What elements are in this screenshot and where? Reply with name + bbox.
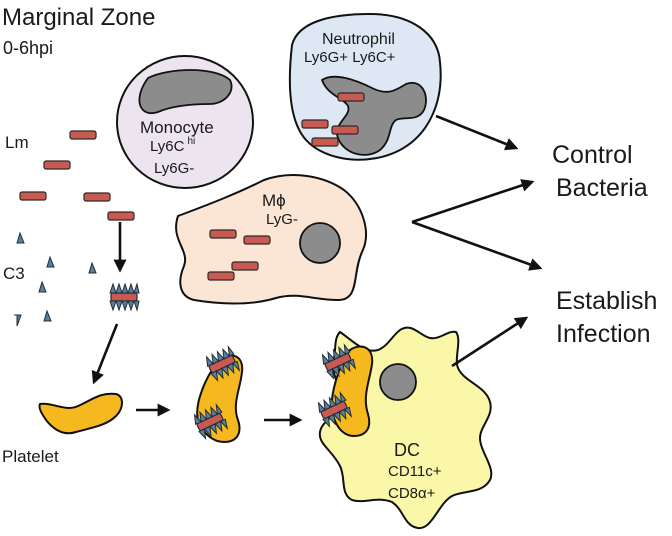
c3-triangle: [16, 231, 25, 244]
macrophage-to-control-arrow: [411, 179, 535, 224]
dc-to-infection-arrow: [451, 316, 529, 368]
c3-triangle: [38, 280, 47, 293]
dendritic-nucleus: [379, 363, 417, 401]
c3-complement-group: [14, 231, 97, 327]
macrophage-to-infection-arrow: [411, 220, 543, 271]
monocyte-label: Monocyte: [140, 118, 214, 137]
bacterium: [243, 235, 271, 245]
monocyte-nucleus: [138, 69, 233, 115]
outcome-control-line2: Bacteria: [556, 174, 648, 202]
dc-attached-complex: [315, 343, 374, 438]
diagram-title: Marginal Zone: [2, 4, 155, 31]
c3-triangle: [43, 309, 52, 322]
bacterium: [69, 130, 97, 140]
bacterium: [83, 192, 111, 202]
bacterium: [209, 229, 237, 239]
free-bacteria-group: [19, 130, 135, 221]
c3-triangle: [14, 314, 22, 327]
dc-marker-1: CD11c+: [388, 463, 442, 480]
lm-label: Lm: [5, 133, 29, 152]
bacterium: [301, 119, 329, 129]
bacterium: [43, 160, 71, 170]
neutrophil-label: Neutrophil: [322, 31, 395, 48]
platelet-label: Platelet: [2, 447, 59, 466]
monocyte-marker-2: Ly6G-: [154, 160, 194, 177]
outcome-control-line1: Control: [552, 141, 633, 169]
time-label: 0-6hpi: [3, 38, 53, 58]
dc-marker-2: CD8α+: [388, 485, 436, 502]
c3-triangle: [46, 255, 55, 268]
macrophage-nucleus: [299, 222, 341, 264]
dc-label: DC: [394, 440, 420, 460]
bacterium: [107, 211, 135, 221]
c3-triangle: [88, 261, 97, 274]
c3-label: C3: [3, 264, 25, 283]
opsonized-bacterium: [109, 283, 140, 311]
bacterium: [207, 271, 235, 281]
platelet-cell: [38, 392, 123, 435]
bacterium: [331, 125, 359, 135]
macrophage-marker: LyG-: [266, 211, 298, 228]
outcome-establish-line2: Infection: [556, 320, 651, 348]
to-platelet-arrow: [91, 323, 119, 385]
bacterium: [19, 191, 47, 201]
neutrophil-markers: Ly6G+ Ly6C+: [304, 49, 396, 66]
macrophage-label: Mϕ: [262, 191, 286, 210]
bacterium: [311, 137, 339, 147]
outcome-establish-line1: Establish: [556, 287, 657, 315]
platelet-bacteria-complex: [191, 345, 244, 444]
bacterium: [337, 92, 365, 102]
bacterium: [231, 261, 259, 271]
neutrophil-to-control-arrow: [435, 114, 519, 151]
